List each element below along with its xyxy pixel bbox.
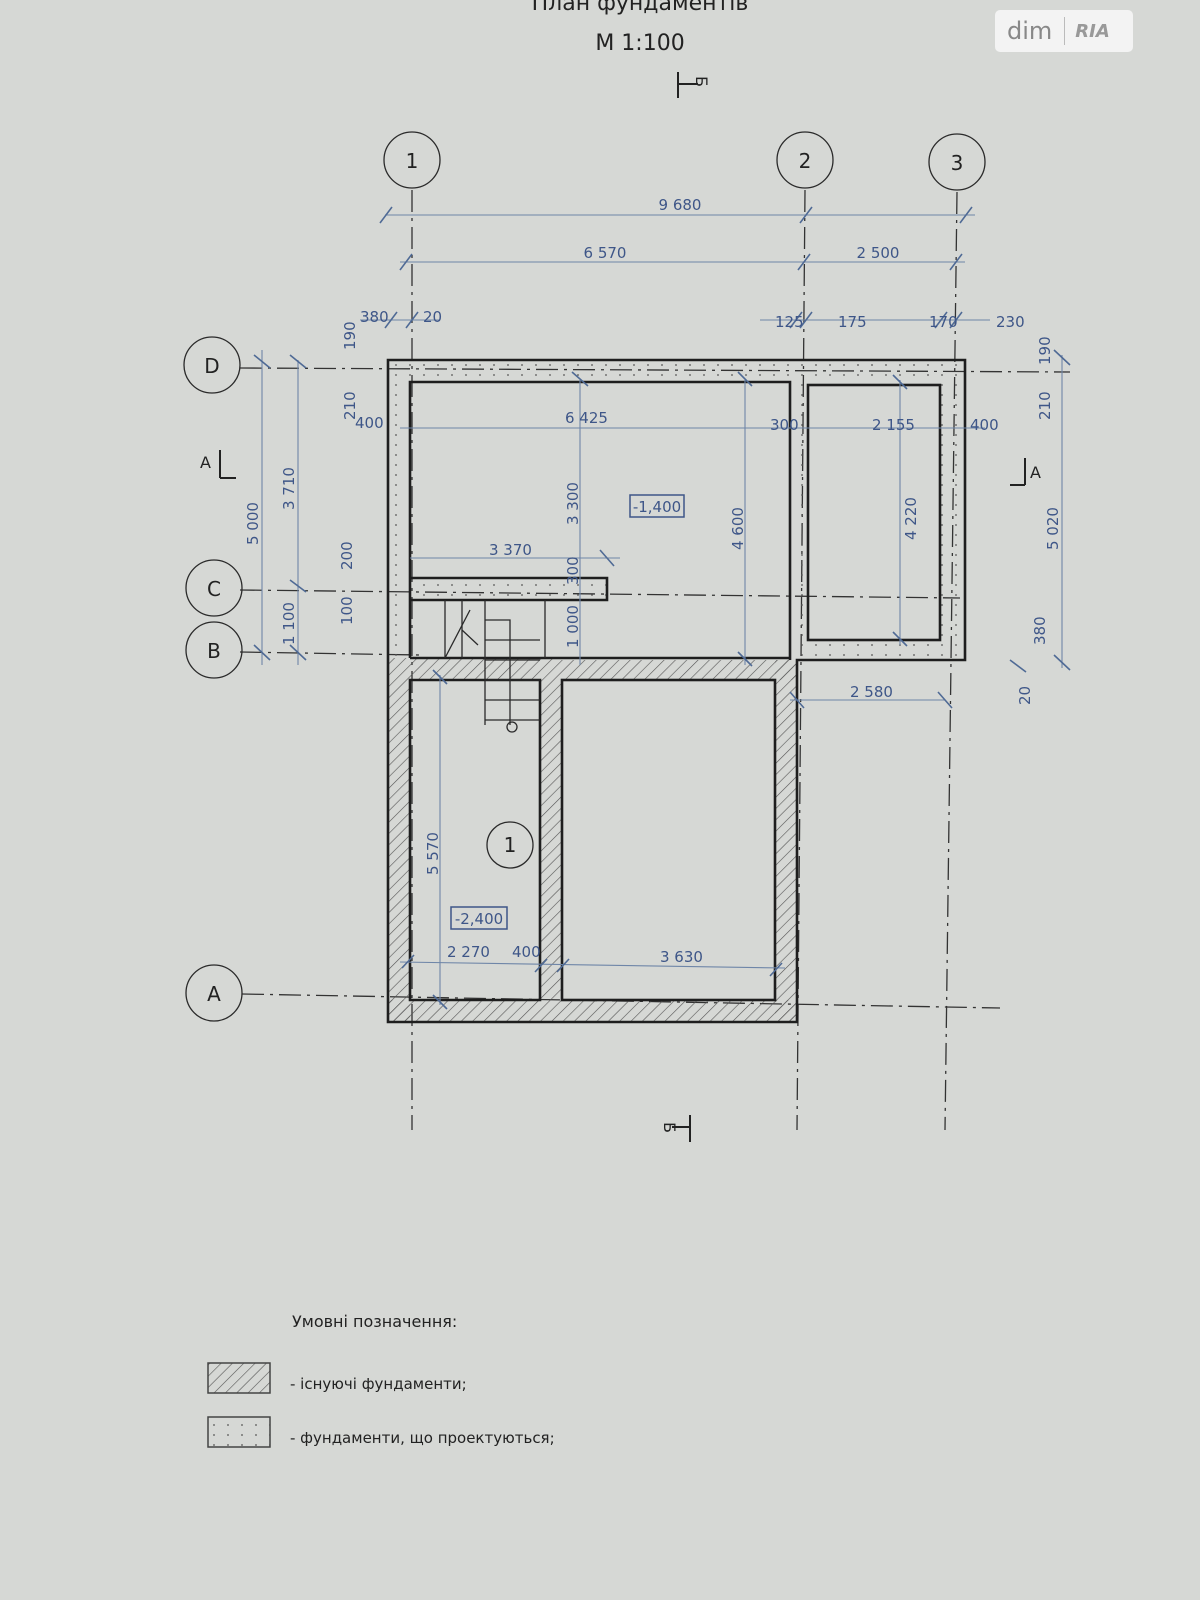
dim-210-left: 210: [341, 391, 359, 420]
dim-2580: 2 580: [850, 683, 893, 701]
watermark-dim: dim: [995, 17, 1066, 45]
svg-text:1: 1: [504, 833, 517, 857]
dim-125: 125: [775, 313, 804, 331]
legend: Умовні позначення: - існуючі фундаменти;…: [207, 1312, 555, 1448]
drawing-title: План фундаментів: [532, 0, 749, 16]
legend-heading: Умовні позначення:: [292, 1312, 457, 1331]
legend-swatch-new: [207, 1416, 271, 1448]
level-mark-lower: -2,400: [450, 906, 508, 930]
svg-text:D: D: [204, 354, 219, 378]
section-mark-b-top: Б: [677, 72, 711, 98]
axis-bubble-d: D: [183, 336, 241, 394]
existing-foundations: [388, 658, 797, 1022]
svg-text:C: C: [207, 577, 221, 601]
dim-4220: 4 220: [902, 497, 920, 540]
dim-400-right: 400: [970, 416, 999, 434]
drawing-scale: М 1:100: [595, 31, 684, 56]
dim-6570: 6 570: [584, 244, 627, 262]
dim-400-left: 400: [355, 414, 384, 432]
section-mark-a-left: А: [200, 450, 236, 479]
svg-text:А: А: [1030, 463, 1041, 482]
wall-outlines: [386, 358, 967, 1024]
axis-bubble-1: 1: [383, 131, 441, 189]
legend-swatch-existing: [207, 1362, 271, 1394]
dimension-lines: [261, 214, 1063, 1005]
dim-4600: 4 600: [729, 507, 747, 550]
dim-200-left: 200: [338, 541, 356, 570]
dim-400-bottom: 400: [512, 943, 541, 961]
axis-bubble-b: B: [185, 621, 243, 679]
dim-2270: 2 270: [447, 943, 490, 961]
watermark-ria: RIA: [1075, 20, 1110, 42]
dim-300-top: 300: [770, 416, 799, 434]
axis-bubble-2: 2: [776, 131, 834, 189]
dim-380: 380: [360, 308, 389, 326]
dim-3710: 3 710: [280, 467, 298, 510]
dim-175: 175: [838, 313, 867, 331]
legend-label-existing: - існуючі фундаменти;: [290, 1375, 467, 1393]
dim-300-mid: 300: [564, 556, 582, 585]
svg-text:2: 2: [799, 149, 812, 173]
svg-text:-2,400: -2,400: [455, 910, 503, 928]
svg-text:Б: Б: [692, 76, 711, 87]
svg-text:3: 3: [951, 151, 964, 175]
dim-3370: 3 370: [489, 541, 532, 559]
dim-9680: 9 680: [659, 196, 702, 214]
dim-3300: 3 300: [564, 482, 582, 525]
dim-20-right: 20: [1016, 686, 1034, 705]
dim-20: 20: [423, 308, 442, 326]
axis-bubble-a: A: [185, 964, 243, 1022]
dim-3630: 3 630: [660, 948, 703, 966]
dim-380-right: 380: [1031, 616, 1049, 645]
dim-170: 170: [929, 313, 958, 331]
watermark-logo: dim RIA: [995, 10, 1133, 52]
axis-bubble-3: 3: [928, 133, 986, 191]
svg-text:А: А: [200, 453, 211, 472]
dim-1000: 1 000: [564, 605, 582, 648]
dim-1100: 1 100: [280, 602, 298, 645]
dim-5020: 5 020: [1044, 507, 1062, 550]
legend-label-new: - фундаменти, що проектуються;: [290, 1429, 555, 1447]
dim-2500: 2 500: [857, 244, 900, 262]
room-marker: 1: [486, 821, 534, 869]
dimension-ticks: [253, 206, 1071, 1010]
dim-230: 230: [996, 313, 1025, 331]
section-mark-b-bottom: Б: [660, 1115, 691, 1142]
dim-100-left: 100: [338, 596, 356, 625]
dim-2155: 2 155: [872, 416, 915, 434]
level-mark-upper: -1,400: [629, 494, 685, 518]
svg-text:1: 1: [406, 149, 419, 173]
svg-text:Б: Б: [660, 1122, 679, 1133]
svg-text:B: B: [207, 639, 221, 663]
dim-6425: 6 425: [565, 409, 608, 427]
dim-5570: 5 570: [424, 832, 442, 875]
section-mark-a-right: А: [1010, 458, 1041, 486]
dim-210-right: 210: [1036, 391, 1054, 420]
dim-190-left: 190: [341, 321, 359, 350]
dim-5000: 5 000: [244, 502, 262, 545]
axis-bubble-c: C: [185, 559, 243, 617]
svg-text:-1,400: -1,400: [633, 498, 681, 516]
dim-190-right: 190: [1036, 336, 1054, 365]
stairs: [444, 600, 546, 733]
svg-text:A: A: [207, 982, 221, 1006]
